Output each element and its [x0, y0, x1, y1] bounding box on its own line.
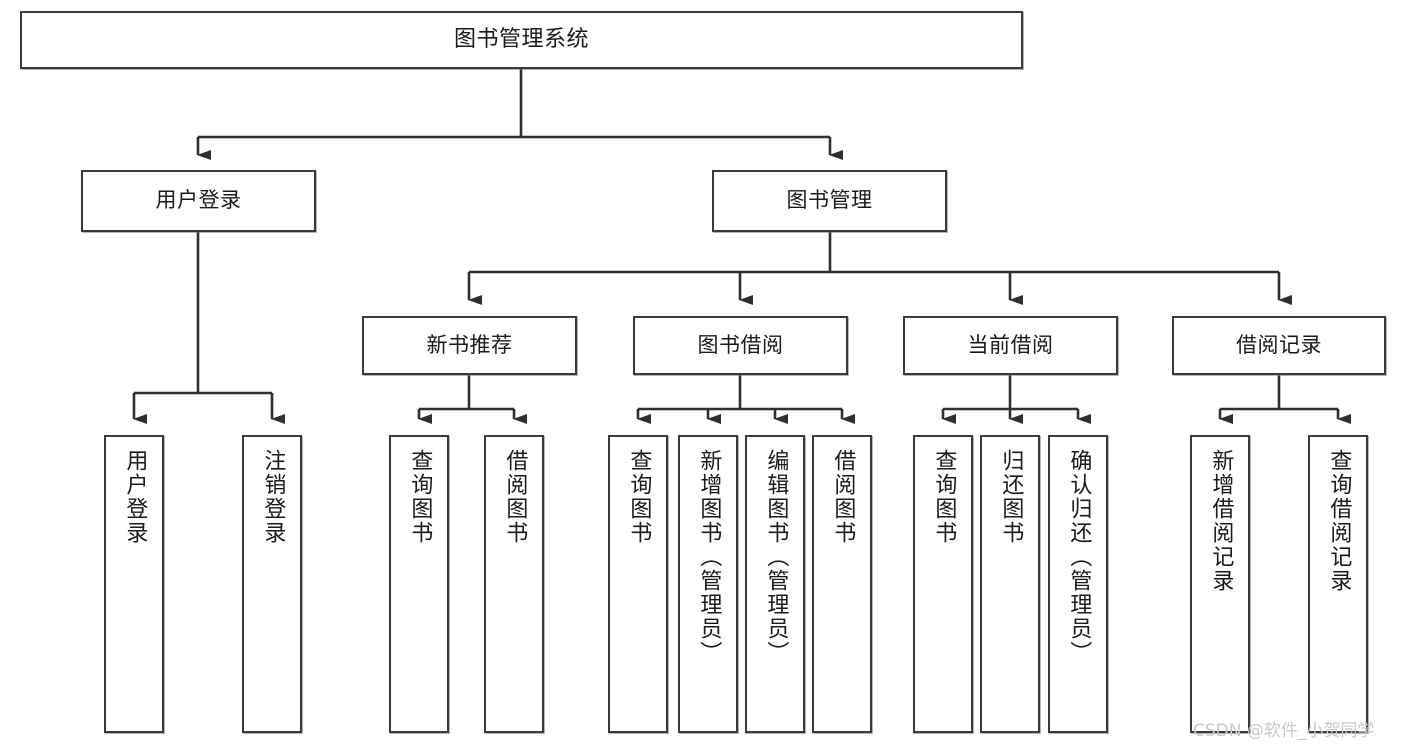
leaf-node-borrow-books[interactable]: 借阅图书 — [812, 435, 872, 733]
leaf-node-query-books-borrow-label: 查询图书 — [626, 449, 652, 545]
leaf-node-add-borrow-record-label: 新增借阅记录 — [1208, 449, 1234, 593]
leaf-node-query-books-borrow[interactable]: 查询图书 — [608, 435, 668, 733]
leaf-node-add-book-admin[interactable]: 新增图书（管理员） — [678, 435, 738, 733]
leaf-node-user-login-label: 用户登录 — [122, 449, 148, 545]
node-level3-new-book-recommend[interactable]: 新书推荐 — [362, 316, 577, 375]
leaf-node-edit-book-admin-label: 编辑图书（管理员） — [763, 449, 789, 665]
node-level2-user-login-label: 用户登录 — [155, 188, 242, 213]
node-level2-book-management-label: 图书管理 — [786, 188, 873, 213]
leaf-node-borrow-books-recommend-label: 借阅图书 — [502, 449, 528, 545]
leaf-node-query-books-recommend-label: 查询图书 — [407, 449, 433, 545]
leaf-node-borrow-books-recommend[interactable]: 借阅图书 — [484, 435, 544, 733]
node-level3-current-borrow-label: 当前借阅 — [967, 332, 1054, 357]
node-root[interactable]: 图书管理系统 — [20, 11, 1023, 69]
node-level3-current-borrow[interactable]: 当前借阅 — [903, 316, 1118, 375]
node-level2-book-management[interactable]: 图书管理 — [712, 170, 947, 232]
node-root-label: 图书管理系统 — [453, 26, 589, 52]
leaf-node-query-books-current[interactable]: 查询图书 — [913, 435, 973, 733]
leaf-node-query-books-current-label: 查询图书 — [931, 449, 957, 545]
node-level3-book-borrow-label: 图书借阅 — [697, 332, 784, 357]
leaf-node-return-books[interactable]: 归还图书 — [980, 435, 1040, 733]
leaf-node-add-borrow-record[interactable]: 新增借阅记录 — [1190, 435, 1250, 733]
node-level2-user-login[interactable]: 用户登录 — [81, 170, 316, 232]
leaf-node-query-books-recommend[interactable]: 查询图书 — [389, 435, 449, 733]
leaf-node-logout[interactable]: 注销登录 — [242, 435, 302, 733]
leaf-node-edit-book-admin[interactable]: 编辑图书（管理员） — [745, 435, 805, 733]
watermark-text: CSDN @软件_小贺同学 — [1193, 721, 1375, 741]
leaf-node-confirm-return-admin[interactable]: 确认归还（管理员） — [1048, 435, 1108, 733]
leaf-node-logout-label: 注销登录 — [260, 449, 286, 545]
node-level3-borrow-records-label: 借阅记录 — [1236, 332, 1322, 357]
leaf-node-query-borrow-record[interactable]: 查询借阅记录 — [1308, 435, 1368, 733]
leaf-node-borrow-books-label: 借阅图书 — [830, 449, 856, 545]
leaf-node-user-login[interactable]: 用户登录 — [104, 435, 164, 733]
leaf-node-add-book-admin-label: 新增图书（管理员） — [696, 449, 722, 665]
node-level3-book-borrow[interactable]: 图书借阅 — [633, 316, 848, 375]
leaf-node-confirm-return-admin-label: 确认归还（管理员） — [1066, 449, 1092, 665]
leaf-node-query-borrow-record-label: 查询借阅记录 — [1326, 449, 1352, 593]
node-level3-borrow-records[interactable]: 借阅记录 — [1172, 316, 1386, 375]
leaf-node-return-books-label: 归还图书 — [998, 449, 1024, 545]
node-level3-new-book-recommend-label: 新书推荐 — [426, 332, 513, 357]
